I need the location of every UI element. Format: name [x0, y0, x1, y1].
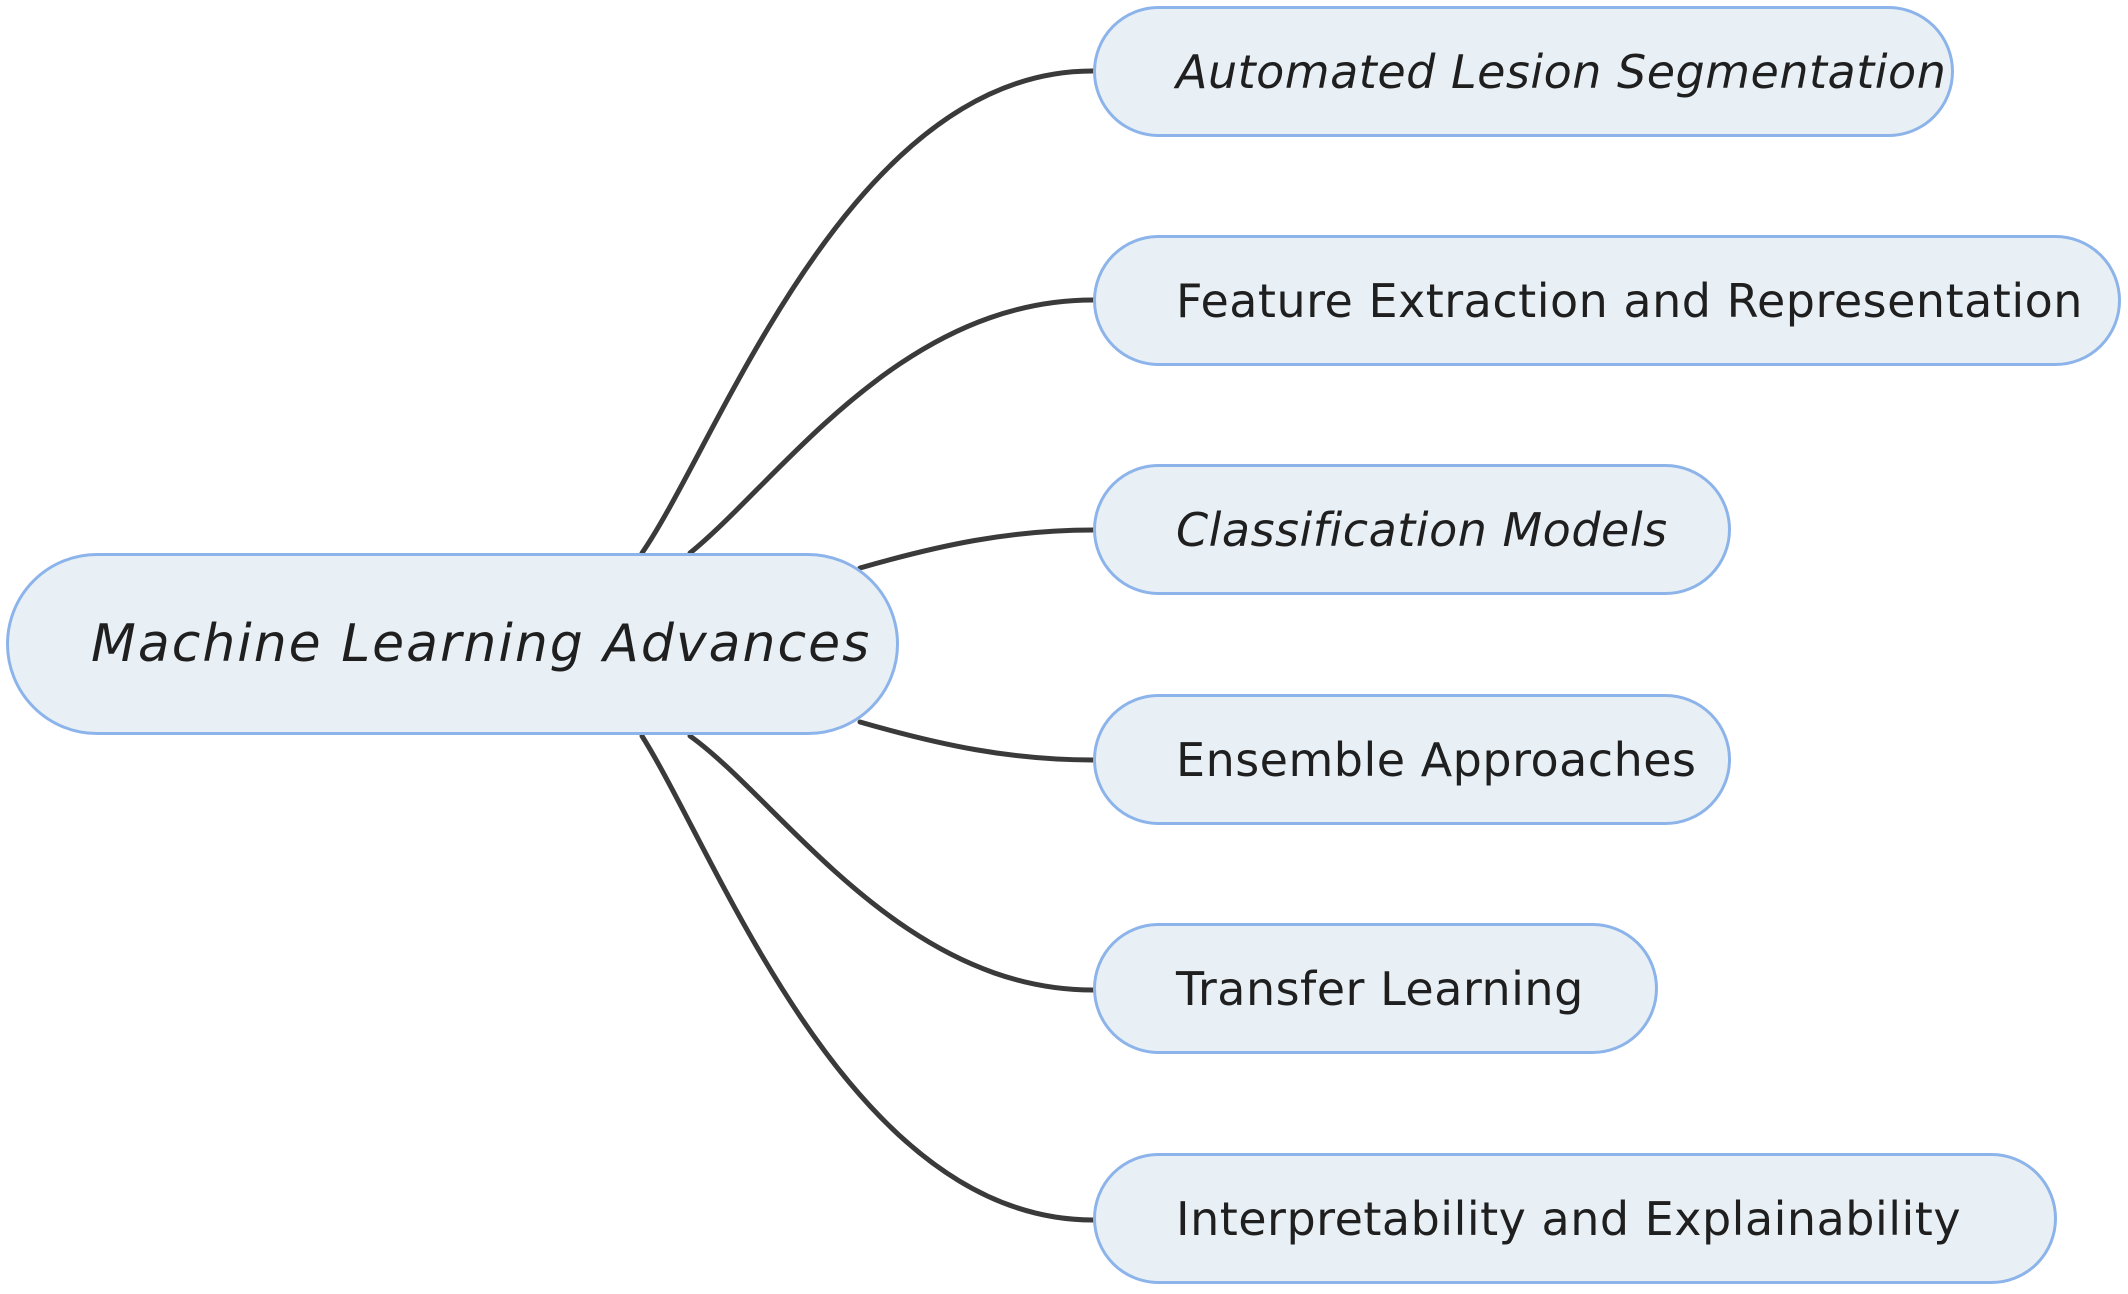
connector-root-to-interpretability	[639, 733, 1096, 1223]
node-feature-extraction-and-representation[interactable]: Feature Extraction and Representation	[1093, 235, 2121, 366]
node-label: Ensemble Approaches	[1176, 732, 1697, 787]
connector-root-to-ensemble-approaches	[857, 719, 1096, 763]
node-label: Automated Lesion Segmentation	[1176, 44, 1947, 99]
node-interpretability-and-explainability[interactable]: Interpretability and Explainability	[1093, 1153, 2057, 1284]
node-label: Interpretability and Explainability	[1176, 1191, 1962, 1246]
node-classification-models[interactable]: Classification Models	[1093, 464, 1731, 595]
node-label: Transfer Learning	[1176, 961, 1584, 1016]
node-automated-lesion-segmentation[interactable]: Automated Lesion Segmentation	[1093, 6, 1954, 137]
root-node-label: Machine Learning Advances	[91, 614, 872, 674]
node-label: Feature Extraction and Representation	[1176, 273, 2083, 328]
node-ensemble-approaches[interactable]: Ensemble Approaches	[1093, 694, 1731, 825]
connector-root-to-transfer-learning	[687, 733, 1096, 993]
connector-root-to-automated-lesion-segmentation	[639, 68, 1096, 556]
connector-root-to-feature-extraction	[687, 297, 1096, 556]
node-label: Classification Models	[1176, 502, 1668, 557]
connector-root-to-classification-models	[857, 527, 1096, 571]
node-transfer-learning[interactable]: Transfer Learning	[1093, 923, 1658, 1054]
root-node[interactable]: Machine Learning Advances	[6, 553, 899, 735]
